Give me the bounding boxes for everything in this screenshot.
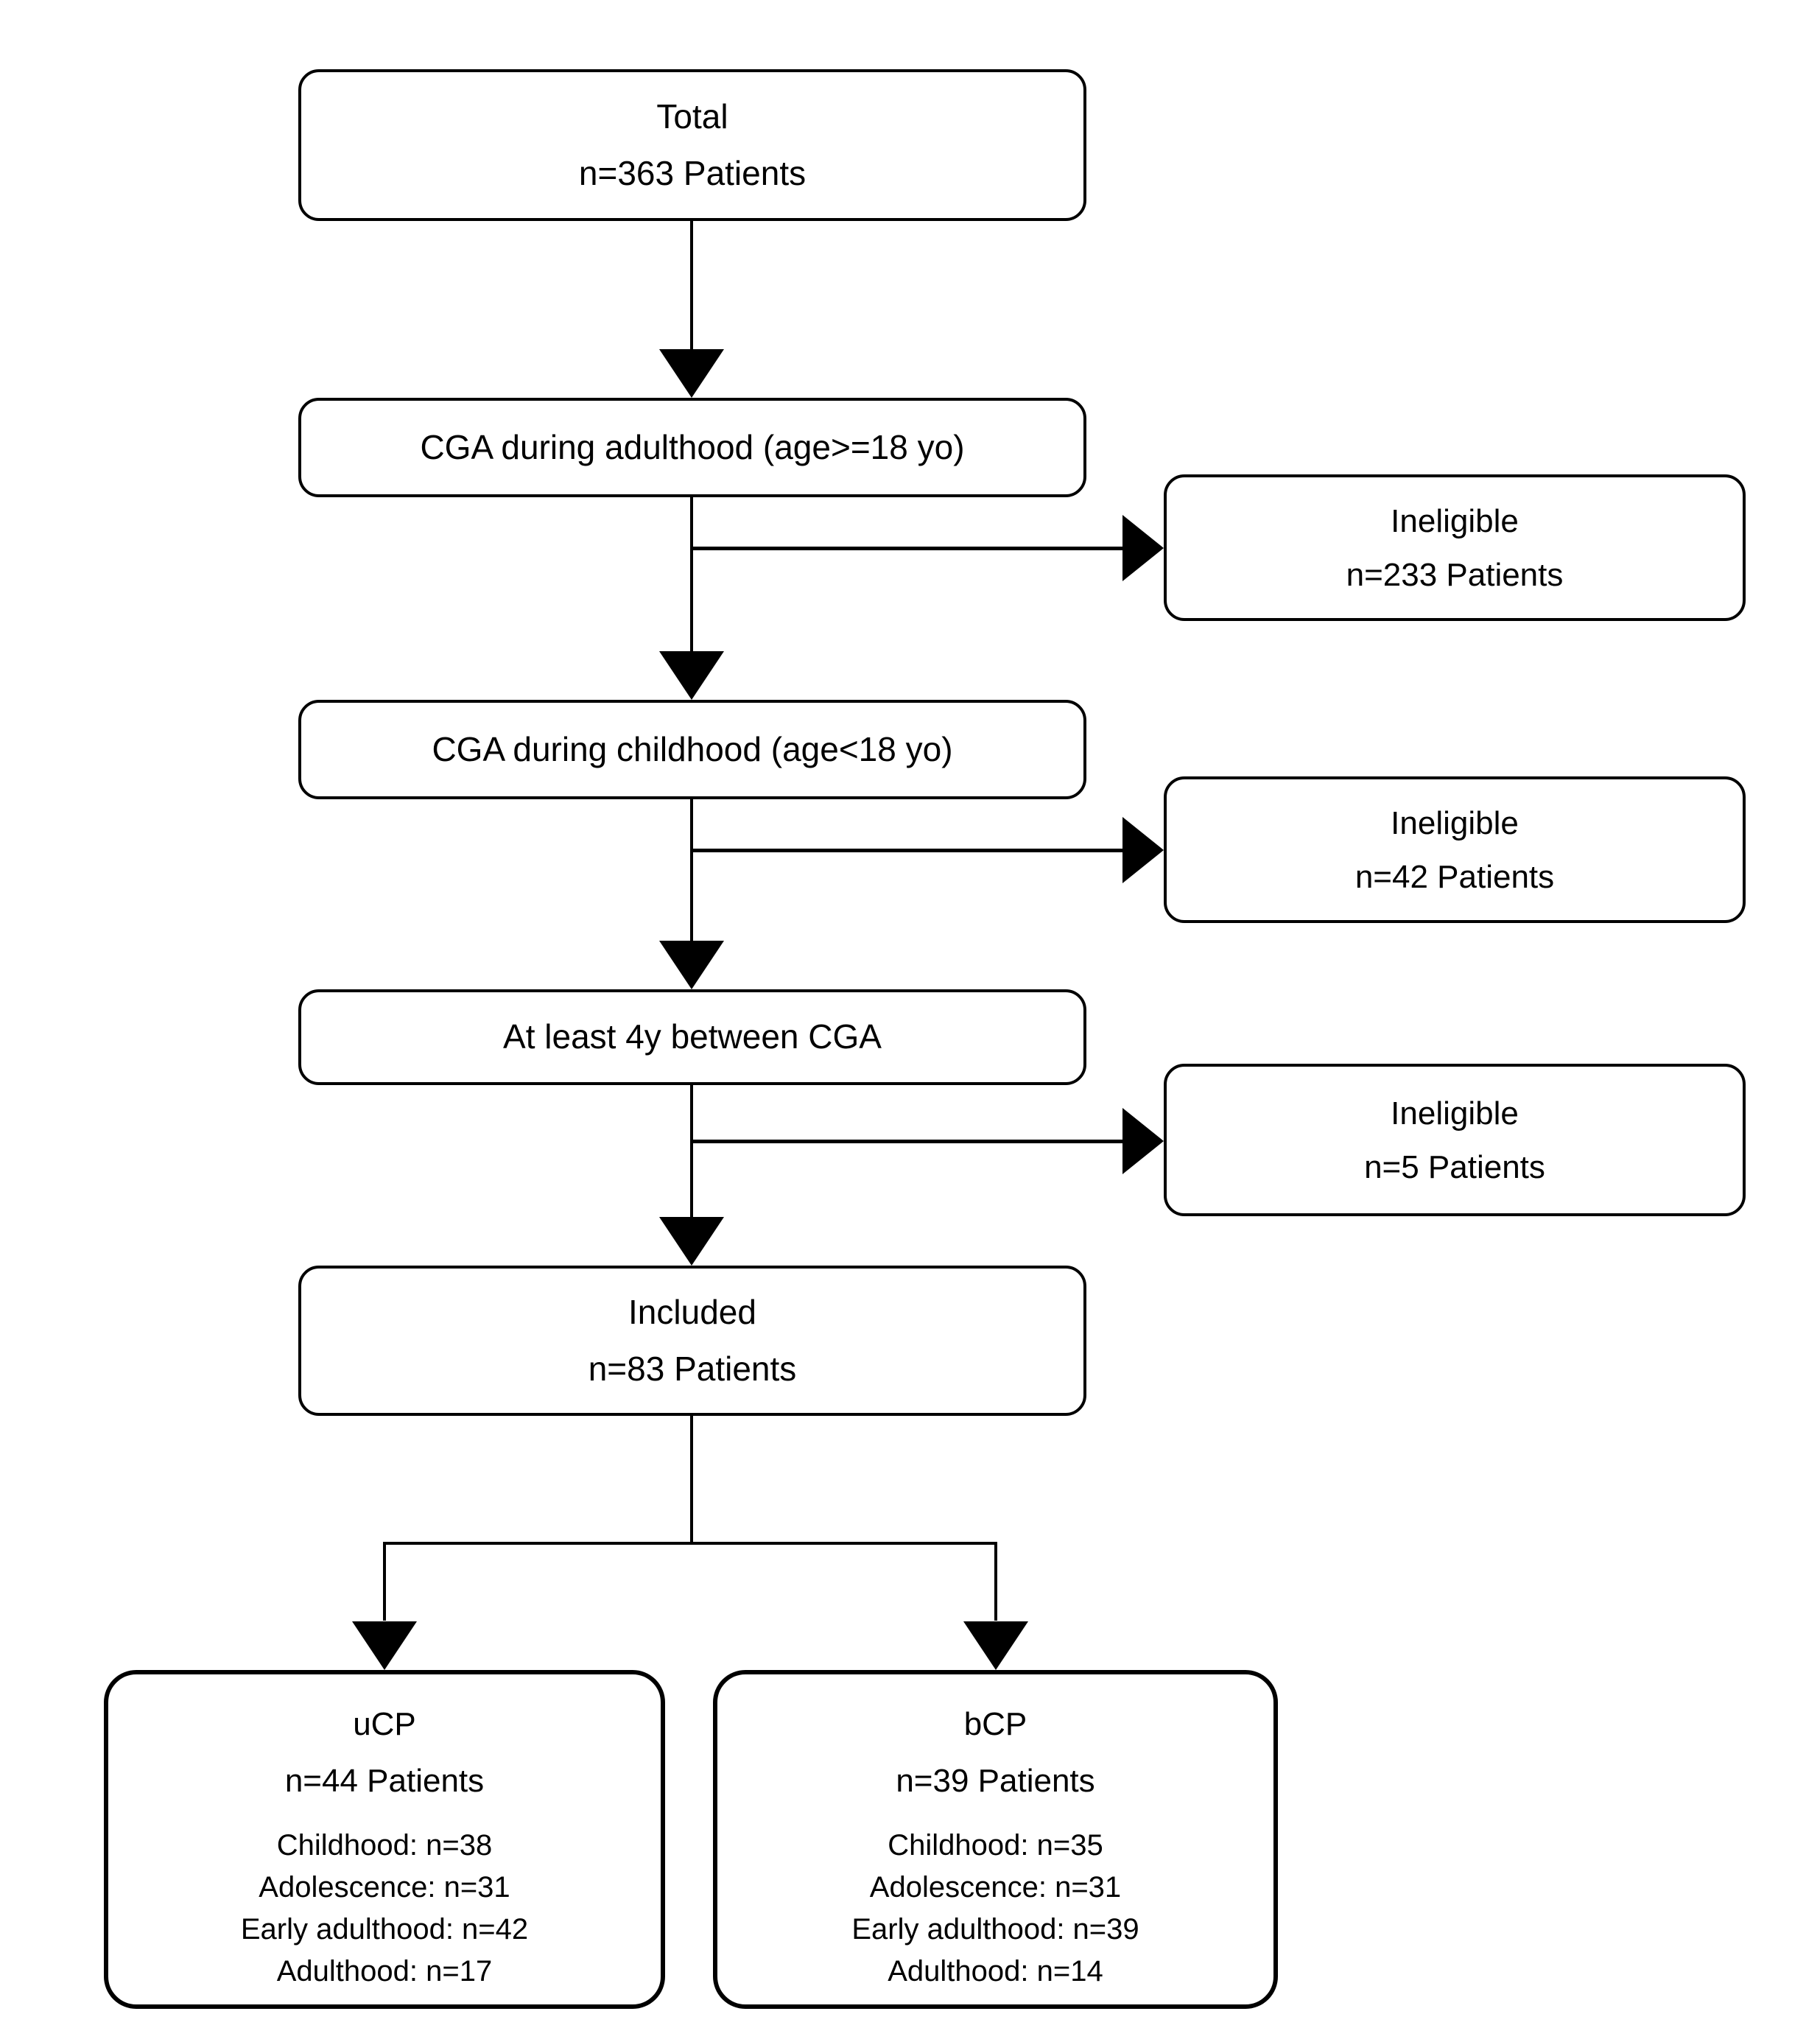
- node-included: Included n=83 Patients: [298, 1266, 1086, 1416]
- down-arrowhead-icon: [963, 1621, 1028, 1670]
- node-ineligible-1: Ineligible n=233 Patients: [1164, 474, 1746, 621]
- node-bcp-adolescence: Adolescence: n=31: [869, 1871, 1122, 1904]
- down-arrowhead-icon: [659, 941, 724, 989]
- node-ucp: uCP n=44 Patients Childhood: n=38 Adoles…: [104, 1670, 665, 2009]
- node-cga-adulthood-label: CGA during adulthood (age>=18 yo): [420, 427, 965, 466]
- node-ucp-title: uCP: [353, 1706, 416, 1742]
- down-arrowhead-icon: [352, 1621, 417, 1670]
- node-bcp-adulthood: Adulthood: n=14: [888, 1955, 1103, 1987]
- node-total: Total n=363 Patients: [298, 69, 1086, 221]
- right-arrowhead-icon: [1122, 817, 1164, 883]
- node-ucp-header: uCP n=44 Patients: [285, 1704, 484, 1801]
- node-bcp-childhood: Childhood: n=35: [888, 1829, 1103, 1862]
- connector-line: [690, 221, 693, 352]
- connector-line: [690, 799, 693, 944]
- down-arrowhead-icon: [659, 651, 724, 700]
- down-arrowhead-icon: [659, 349, 724, 398]
- node-ucp-adulthood: Adulthood: n=17: [276, 1955, 493, 1987]
- node-included-title: Included: [628, 1292, 756, 1331]
- node-ineligible-2: Ineligible n=42 Patients: [1164, 776, 1746, 923]
- connector-line: [690, 497, 693, 654]
- connector-line: [692, 547, 1123, 550]
- node-bcp-count: n=39 Patients: [896, 1763, 1095, 1799]
- node-cga-childhood: CGA during childhood (age<18 yo): [298, 700, 1086, 799]
- node-total-count: n=363 Patients: [578, 154, 807, 192]
- right-arrowhead-icon: [1122, 515, 1164, 581]
- node-ucp-adolescence: Adolescence: n=31: [259, 1871, 510, 1904]
- node-bcp: bCP n=39 Patients Childhood: n=35 Adoles…: [713, 1670, 1278, 2009]
- node-ineligible-2-count: n=42 Patients: [1355, 858, 1555, 895]
- connector-line: [692, 1140, 1123, 1143]
- node-ucp-childhood: Childhood: n=38: [276, 1829, 493, 1862]
- node-ineligible-3-count: n=5 Patients: [1364, 1148, 1545, 1185]
- node-bcp-early-adulthood: Early adulthood: n=39: [851, 1913, 1139, 1945]
- node-cga-adulthood: CGA during adulthood (age>=18 yo): [298, 398, 1086, 497]
- node-ucp-early-adulthood: Early adulthood: n=42: [240, 1913, 529, 1945]
- node-total-title: Total: [656, 97, 728, 136]
- node-4y-between-cga: At least 4y between CGA: [298, 989, 1086, 1085]
- down-arrowhead-icon: [659, 1217, 724, 1266]
- node-ineligible-3-title: Ineligible: [1391, 1095, 1519, 1131]
- node-ineligible-1-title: Ineligible: [1391, 502, 1519, 539]
- connector-line: [383, 1542, 386, 1621]
- node-ucp-breakdown: Childhood: n=38 Adolescence: n=31 Early …: [241, 1825, 528, 1993]
- node-4y-between-cga-label: At least 4y between CGA: [503, 1017, 882, 1056]
- connector-line: [692, 849, 1123, 852]
- node-ucp-count: n=44 Patients: [284, 1763, 485, 1799]
- node-bcp-header: bCP n=39 Patients: [896, 1704, 1095, 1801]
- connector-line: [690, 1085, 693, 1218]
- node-cga-childhood-label: CGA during childhood (age<18 yo): [432, 729, 953, 768]
- node-included-count: n=83 Patients: [588, 1350, 797, 1388]
- node-ineligible-3: Ineligible n=5 Patients: [1164, 1064, 1746, 1216]
- connector-line: [383, 1542, 997, 1545]
- node-bcp-breakdown: Childhood: n=35 Adolescence: n=31 Early …: [851, 1825, 1139, 1993]
- node-ineligible-1-count: n=233 Patients: [1346, 556, 1564, 593]
- connector-line: [994, 1542, 997, 1621]
- right-arrowhead-icon: [1122, 1108, 1164, 1174]
- node-ineligible-2-title: Ineligible: [1391, 804, 1519, 841]
- node-bcp-title: bCP: [963, 1706, 1027, 1742]
- connector-line: [690, 1416, 693, 1543]
